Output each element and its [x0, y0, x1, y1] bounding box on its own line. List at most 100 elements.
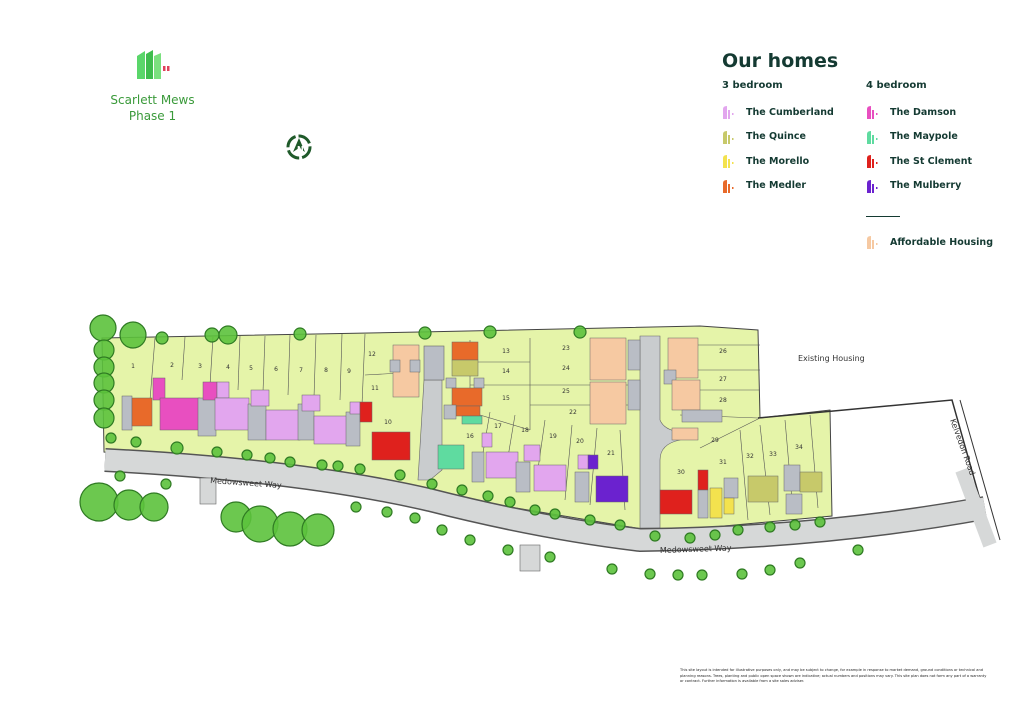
house-footprint [485, 451, 519, 479]
tree-icon [211, 446, 223, 458]
development-name: Scarlett Mews [110, 93, 195, 107]
house-footprint [659, 489, 693, 515]
plot-number[interactable]: 25 [562, 388, 570, 395]
house-footprint [523, 444, 541, 462]
legend: Our homes 3 bedroom The Cumberland The Q… [722, 50, 1022, 250]
house-footprint [437, 444, 465, 470]
house-footprint [697, 469, 709, 491]
house-footprint [627, 379, 641, 411]
house-icon [867, 106, 878, 120]
plot-number[interactable]: 11 [371, 385, 379, 392]
plot-number[interactable]: 13 [502, 348, 510, 355]
legend-title: Our homes [722, 50, 839, 72]
plot-number[interactable]: 12 [368, 351, 376, 358]
kelvedon-road-label: Kelvedon Road [948, 418, 977, 477]
plot-number[interactable]: 20 [576, 438, 584, 445]
plot-number[interactable]: 31 [719, 459, 727, 466]
house-icon [867, 130, 878, 144]
plot-number[interactable]: 10 [384, 419, 392, 426]
house-footprint [455, 405, 481, 417]
plot-number[interactable]: 34 [795, 444, 803, 451]
house-footprint [697, 489, 709, 519]
tree-icon [764, 521, 776, 533]
legend-item-damson: The Damson [866, 100, 1016, 125]
road-spur [199, 477, 217, 505]
road-label-medowsweet-way: Medowsweet Way [660, 543, 732, 555]
plot-number[interactable]: 19 [549, 433, 557, 440]
tree-icon [614, 519, 626, 531]
tree-icon [293, 327, 307, 341]
plot-number[interactable]: 32 [746, 453, 754, 460]
plot-boundary [287, 334, 291, 396]
house-footprint [671, 379, 701, 411]
access-parking-west [423, 345, 445, 381]
plot-number[interactable]: 3 [198, 363, 202, 370]
plot-number[interactable]: 6 [274, 366, 278, 373]
tree-icon [584, 514, 596, 526]
house-footprint [709, 487, 723, 519]
house-icon [867, 179, 878, 193]
tree-icon [113, 489, 145, 521]
house-footprint [481, 432, 493, 448]
scarlett-mews-logo-icon [136, 50, 169, 79]
tree-icon [241, 449, 253, 461]
plot-number[interactable]: 9 [347, 368, 351, 375]
plot-number[interactable]: 24 [562, 365, 570, 372]
house-footprint [627, 339, 641, 371]
plot-number[interactable]: 15 [502, 395, 510, 402]
existing-housing-label: Existing Housing [798, 354, 865, 363]
legend-item-morello: The Morello [722, 149, 872, 174]
plot-number[interactable]: 16 [466, 433, 474, 440]
house-footprint [451, 387, 483, 407]
plot-number[interactable]: 7 [299, 367, 303, 374]
plot-number[interactable]: 30 [677, 469, 685, 476]
tree-icon [483, 325, 497, 339]
house-footprint [202, 381, 218, 401]
plot-number[interactable]: 21 [607, 450, 615, 457]
tree-icon [354, 463, 366, 475]
plot-number[interactable]: 18 [521, 427, 529, 434]
house-footprint [265, 409, 301, 441]
plot-number[interactable]: 22 [569, 409, 577, 416]
plot-number[interactable]: 17 [494, 423, 502, 430]
tree-icon [284, 456, 296, 468]
tree-icon [482, 490, 494, 502]
house-footprint [589, 381, 627, 425]
tree-icon [264, 452, 276, 464]
tree-icon [105, 432, 117, 444]
medowsweet-way-surface [104, 449, 987, 551]
tree-icon [709, 529, 721, 541]
plot-number[interactable]: 5 [249, 365, 253, 372]
plot-boundary [262, 335, 266, 393]
tree-icon [394, 469, 406, 481]
tree-icon [544, 551, 556, 563]
tree-icon [529, 504, 541, 516]
house-footprint [671, 427, 699, 441]
house-footprint [473, 377, 485, 389]
tree-icon [436, 524, 448, 536]
plot-number[interactable]: 27 [719, 376, 727, 383]
plot-number[interactable]: 28 [719, 397, 727, 404]
plot-boundary [339, 333, 343, 401]
house-footprint [667, 337, 699, 379]
plot-number[interactable]: 23 [562, 345, 570, 352]
plot-number[interactable]: 14 [502, 368, 510, 375]
legend-four-bedroom: 4 bedroom The Damson The Maypole The St … [866, 80, 1016, 255]
plot-number[interactable]: 29 [711, 437, 719, 444]
tree-icon [139, 492, 169, 522]
plot-number[interactable]: 33 [769, 451, 777, 458]
plot-number[interactable]: 4 [226, 364, 230, 371]
plot-number[interactable]: 1 [131, 363, 135, 370]
tree-icon [426, 478, 438, 490]
house-footprint [197, 397, 217, 437]
plot-number[interactable]: 26 [719, 348, 727, 355]
plot-boundary [209, 336, 214, 386]
plot-boundary [809, 414, 819, 509]
plot-number[interactable]: 2 [170, 362, 174, 369]
house-footprint [216, 381, 230, 399]
legend-item-affordable-housing: Affordable Housing [866, 230, 1016, 255]
house-footprint [349, 401, 361, 415]
plot-number[interactable]: 8 [324, 367, 328, 374]
house-footprint [451, 341, 479, 361]
